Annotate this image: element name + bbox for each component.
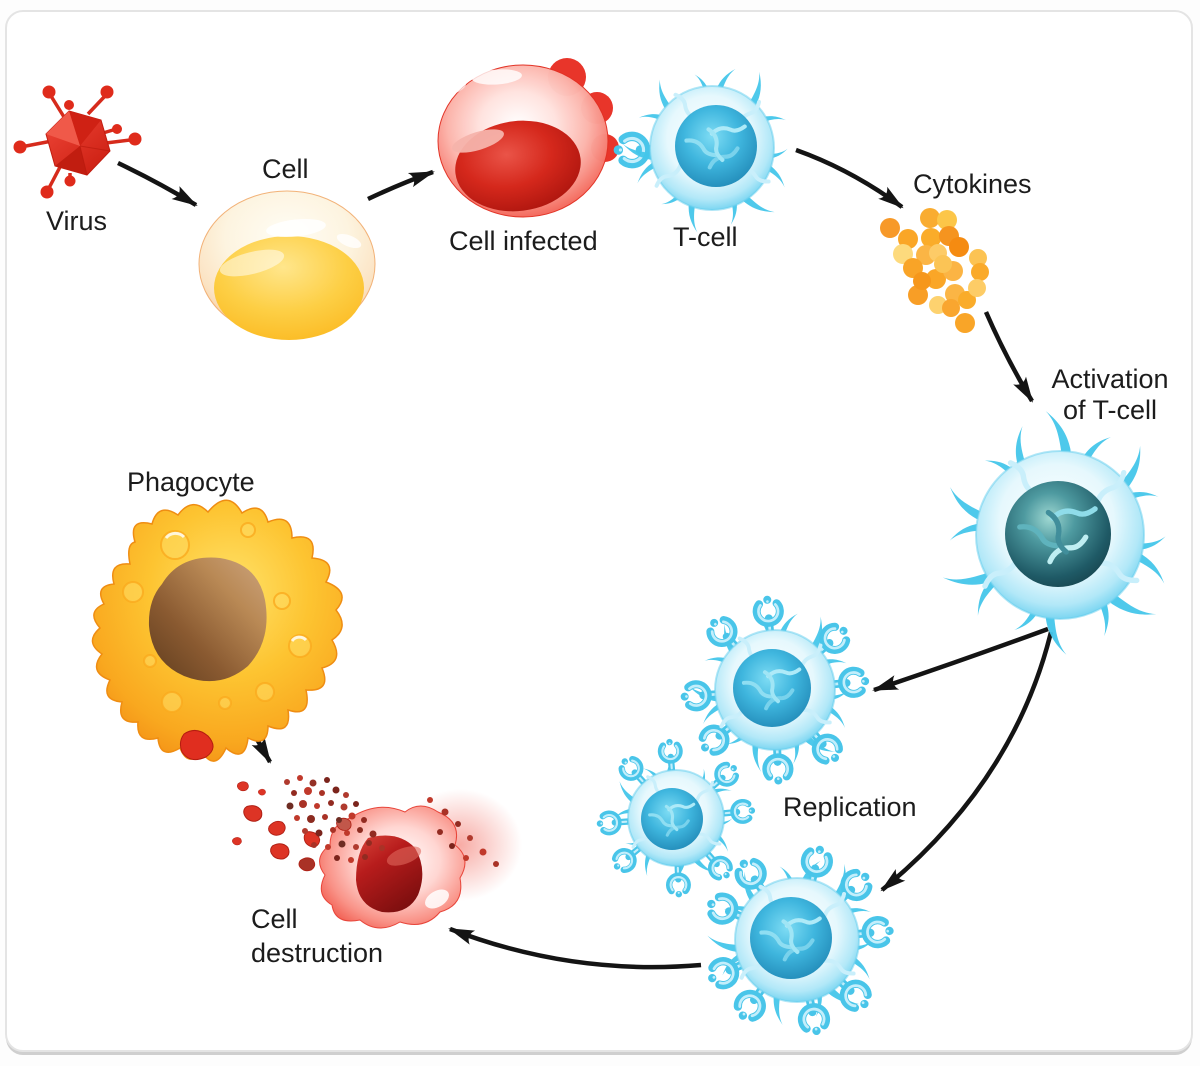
activation-label-line1: Activation — [1051, 364, 1169, 394]
activation-label-line2: of T-cell — [1062, 395, 1158, 425]
infected-cell-illustration — [437, 58, 619, 218]
t-cell-illustration — [622, 66, 791, 233]
arrow-cytokines-to-activation — [983, 311, 1034, 403]
virus-label: Virus — [46, 206, 108, 236]
phagocyte-red-blob — [179, 730, 214, 761]
replicated-t-cell-1 — [684, 599, 866, 781]
replication-label: Replication — [783, 792, 917, 822]
arrow-cell-to-infected — [367, 169, 435, 202]
replicated-t-cell-2 — [599, 741, 753, 894]
phagocyte-illustration — [91, 499, 343, 762]
cell-destruction-label-line1: Cell — [251, 904, 298, 934]
arrow-replication-to-destruction — [448, 926, 702, 970]
cytokines-illustration — [880, 208, 989, 333]
phagocyte-label: Phagocyte — [127, 467, 255, 497]
arrow-activation-to-replication-2 — [880, 631, 1054, 892]
cell-label: Cell — [262, 154, 309, 184]
flow-arrows — [117, 147, 1054, 970]
cytokines-label: Cytokines — [913, 169, 1032, 199]
cell-destruction-illustration — [232, 775, 522, 929]
virus-illustration — [13, 85, 142, 199]
activated-t-cell-illustration — [942, 411, 1171, 655]
arrow-tcell-to-cytokines — [795, 147, 904, 209]
activation-label: Activation of T-cell — [1015, 364, 1200, 426]
arrow-activation-to-replication-1 — [872, 626, 1049, 693]
cell-illustration — [198, 190, 376, 340]
cell-destruction-label-line2: destruction — [251, 938, 384, 968]
cell-destruction-label: Cell destruction — [251, 902, 383, 970]
t-cell-label: T-cell — [673, 222, 738, 252]
cell-debris-dots — [284, 775, 499, 867]
replicated-t-cell-3 — [707, 847, 891, 1033]
cell-infected-label: Cell infected — [449, 226, 598, 256]
arrow-virus-to-cell — [117, 160, 198, 207]
